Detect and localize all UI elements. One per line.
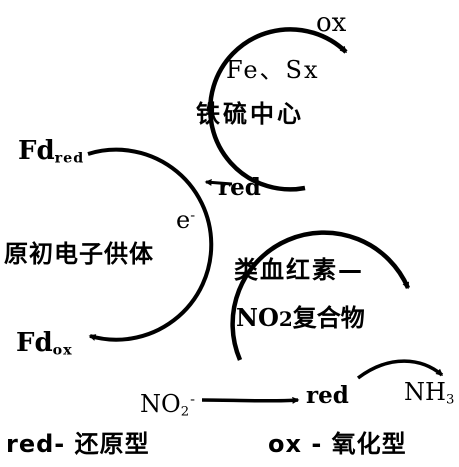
- nitrite-subscript: 2: [180, 404, 191, 420]
- donor-cycle-arc: [87, 147, 214, 342]
- nitrite-label: NO2-: [140, 392, 195, 419]
- primary-electron-donor-label: 原初电子供体: [4, 240, 154, 268]
- no2-complex-no: NO: [236, 303, 279, 332]
- fd-red-subscript: red: [54, 150, 85, 167]
- fd-red-label: Fdred: [18, 138, 84, 166]
- fe-s-label: Fe、Sx: [226, 56, 320, 84]
- ox-label-top: ox: [316, 8, 347, 38]
- no2-complex-subscript: 2: [278, 307, 293, 331]
- electron-text: e: [176, 206, 191, 234]
- ammonia-output-arrow: [356, 359, 444, 380]
- ammonia-label: NH3: [404, 380, 455, 407]
- electron-label: e-: [176, 208, 195, 232]
- fd-text: Fd: [18, 136, 55, 166]
- nitrite-superscript: -: [190, 391, 195, 408]
- legend-reduced: red- 还原型: [6, 430, 150, 458]
- ammonia-subscript: 3: [445, 392, 456, 408]
- nitrite-text: NO: [140, 390, 181, 418]
- electron-superscript: -: [190, 207, 196, 224]
- fd-ox-label: Fdox: [16, 330, 73, 358]
- heme-label: 类血红素—: [234, 256, 364, 284]
- ammonia-text: NH: [404, 378, 446, 406]
- heme-cycle-arc: [230, 230, 411, 361]
- iron-sulfur-cycle-arc: [208, 27, 348, 192]
- red-label-lower: red: [306, 382, 349, 409]
- fd-ox-subscript: ox: [52, 342, 73, 359]
- red-label-upper: red: [218, 174, 261, 201]
- nitrite-input-arrow: [201, 396, 300, 404]
- iron-sulfur-center-label: 铁硫中心: [196, 100, 304, 128]
- iron-sulfur-small-arrow: [204, 178, 233, 186]
- fd-ox-text: Fd: [16, 328, 53, 358]
- no2-complex-label: NO2复合物: [236, 303, 365, 332]
- no2-complex-suffix: 复合物: [292, 304, 365, 332]
- legend-oxidized: ox - 氧化型: [268, 430, 407, 458]
